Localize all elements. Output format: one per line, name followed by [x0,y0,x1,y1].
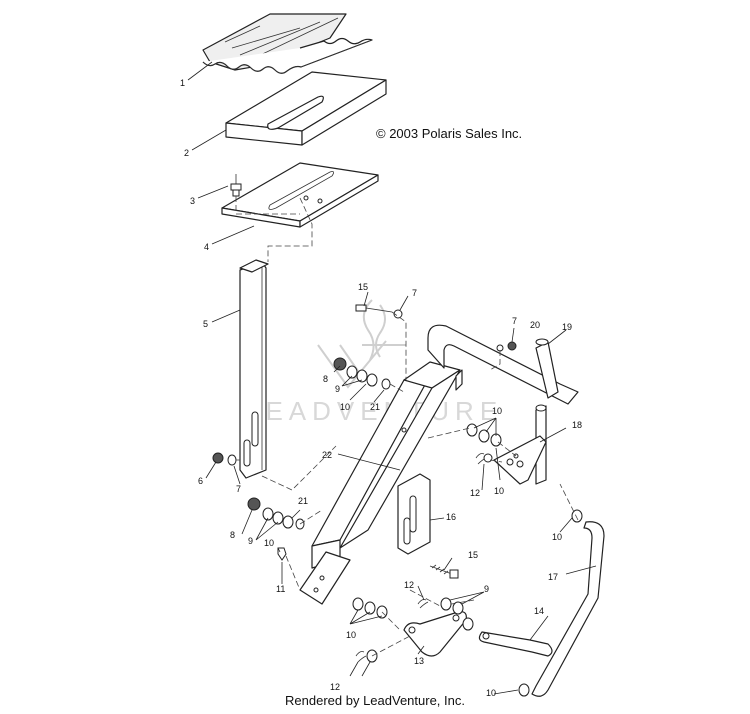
callout-9-upper: 9 [335,384,340,394]
copyright-notice: © 2003 Polaris Sales Inc. [376,126,523,141]
part-3-screw [230,174,242,197]
part-4-bracket-plate [221,162,379,262]
callout-10-left: 10 [264,538,274,548]
callout-16: 16 [446,512,456,522]
callout-8-upper: 8 [323,374,328,384]
hardware-stack-lower [247,497,305,561]
callout-10-bottom: 10 [486,688,496,698]
part-14-lever [478,631,553,657]
callout-3: 3 [190,196,195,206]
hardware-stack-upper [333,357,391,390]
callout-7-right: 7 [512,316,517,326]
washer-stack-right [466,423,502,465]
callout-1: 1 [180,78,185,88]
part-2-plate [225,71,387,146]
callout-6: 6 [198,476,203,486]
callout-2: 2 [184,148,189,158]
callout-21-lower: 21 [298,496,308,506]
callout-21-upper: 21 [370,402,380,412]
callout-12-bottom: 12 [330,682,340,692]
callout-7-left: 7 [236,484,241,494]
leader-lines [187,61,597,695]
footer-credit: Rendered by LeadVenture, Inc. [285,693,465,708]
callout-22: 22 [322,450,332,460]
callout-15-top: 15 [358,282,368,292]
callout-13: 13 [414,656,424,666]
part-6-7-nut-washer [212,452,237,466]
callout-10-upper: 10 [340,402,350,412]
callout-11: 11 [276,584,285,594]
callout-10-right: 10 [492,406,502,416]
callout-10-mid: 10 [494,486,504,496]
callout-12-center: 12 [404,580,414,590]
part-16-slotted-plate [397,473,431,555]
leadventure-watermark: LEADVENTURE [245,299,503,426]
callout-12-right: 12 [470,488,480,498]
callout-20: 20 [530,320,540,330]
callout-18: 18 [572,420,582,430]
part-5-vertical-post [239,259,269,479]
part-20-nut [496,341,517,352]
part-19-handle [427,324,579,405]
callout-5: 5 [203,319,208,329]
callout-10-far-right: 10 [552,532,562,542]
watermark-text: LEADVENTURE [245,396,503,426]
part-15-bolt-top [355,304,403,319]
callout-9-right: 9 [484,584,489,594]
callout-4: 4 [204,242,209,252]
part-13-bell-crank [403,589,475,657]
part-22-lever-arm [299,361,463,605]
part-1-seat-cushion [202,13,373,74]
callout-8-lower: 8 [230,530,235,540]
assembly-lines [236,311,579,657]
callout-7-top: 7 [412,288,417,298]
callout-17: 17 [548,572,558,582]
callout-10-lower: 10 [346,630,356,640]
callout-19: 19 [562,322,572,332]
part-15-bolt-lower [429,564,459,579]
part-17-link-rod [518,509,605,697]
callout-14: 14 [534,606,544,616]
callout-9-lower: 9 [248,536,253,546]
callout-labels: 1 2 3 4 5 6 7 7 7 8 8 9 9 9 10 10 10 10 … [180,78,582,698]
callout-15-lower: 15 [468,550,478,560]
